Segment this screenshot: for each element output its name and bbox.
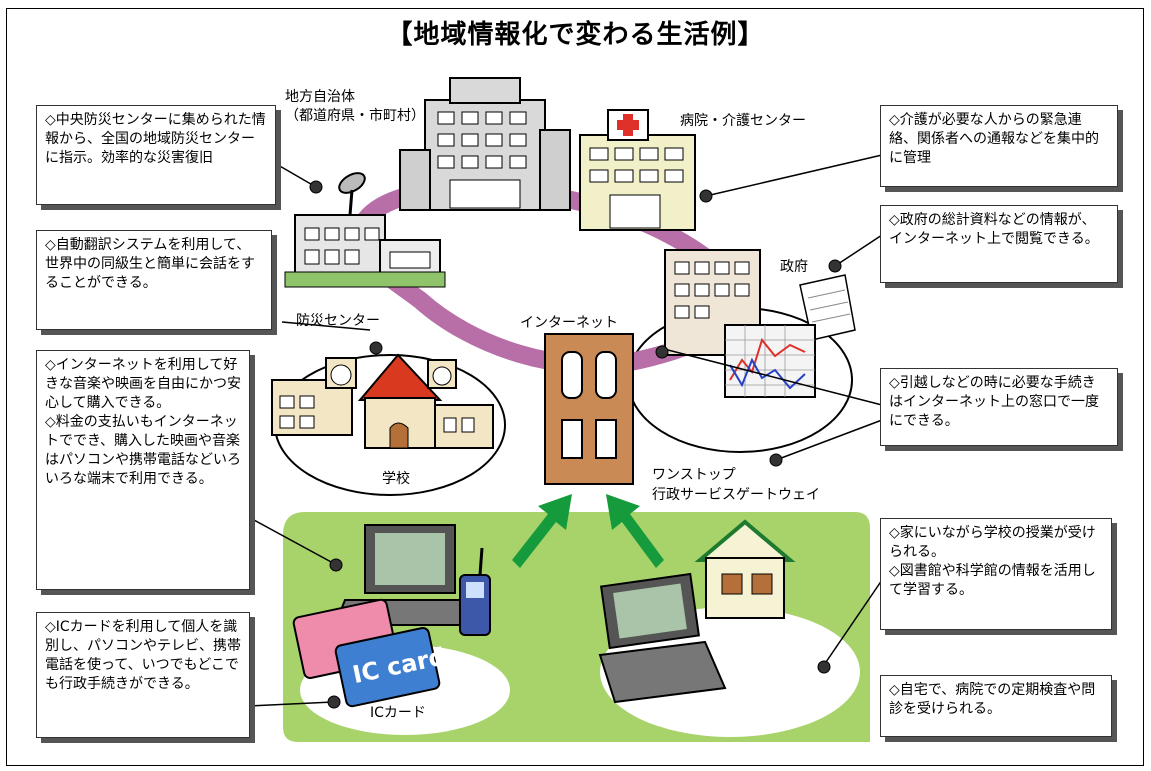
label-one-stop: ワンストップ [652,467,736,483]
disaster-center-building-icon [284,172,446,288]
note-text: ◇図書館や科学館の情報を活用して学習する。 [889,563,1096,598]
note-auto-translation: ◇自動翻訳システムを利用して、世界中の同級生と簡単に会話をすることができる。 [36,230,272,330]
note-text: ◇介護が必要な人からの緊急連絡、関係者への通報などを集中的に管理 [889,112,1099,166]
note-text: ◇自宅で、病院での定期検査や問診を受けられる。 [889,682,1096,717]
label-government: 政府 [780,259,808,275]
label-school: 学校 [382,471,410,487]
label-disaster-center: 防災センター [296,313,380,329]
hospital-building-icon [579,109,696,231]
government-building-icon [664,249,856,356]
label-hospital: 病院・介護センター [680,113,806,129]
note-text: ◇自動翻訳システムを利用して、世界中の同級生と簡単に会話をすることができる。 [45,237,255,291]
note-text: ◇家にいながら学校の授業が受けられる。 [889,525,1096,560]
note-music-movies: ◇インターネットを利用して好きな音楽や映画を自由にかつ安心して購入できる。 ◇料… [36,350,250,590]
note-home-learning: ◇家にいながら学校の授業が受けられる。 ◇図書館や科学館の情報を活用して学習する… [880,518,1112,630]
note-text: ◇インターネットを利用して好きな音楽や映画を自由にかつ安心して購入できる。 [45,357,241,411]
leader-lines [249,154,883,707]
page-title: 【地域情報化で変わる生活例】 [386,20,765,50]
label-local-government-sub: （都道府県・市町村） [285,108,425,124]
school-building-icon [271,353,494,449]
note-ic-card: ◇ICカードを利用して個人を識別し、パソコンやテレビ、携帯電話を使って、いつでも… [36,612,250,738]
note-text: ◇引越しなどの時に必要な手続きはインターネット上の窓口で一度にできる。 [889,375,1099,429]
ic-card-icon: IC card [292,598,448,708]
note-text: ◇政府の総計資料などの情報が、インターネット上で閲覧できる。 [889,212,1099,247]
local-government-building-icon [399,77,571,211]
arrow-icons [512,494,664,568]
note-text: ◇ICカードを利用して個人を識別し、パソコンやテレビ、携帯電話を使って、いつでも… [45,619,241,692]
note-home-checkup: ◇自宅で、病院での定期検査や問診を受けられる。 [880,675,1112,737]
note-text: ◇料金の支払いもインターネットででき、購入した映画や音楽はパソコンや携帯電話など… [45,414,241,487]
statistics-chart-icon [724,324,816,398]
note-moving-procedures: ◇引越しなどの時に必要な手続きはインターネット上の窓口で一度にできる。 [880,368,1118,446]
note-text: ◇中央防災センターに集められた情報から、全国の地域防災センターに指示。効率的な災… [45,112,266,166]
note-government-stats: ◇政府の総計資料などの情報が、インターネット上で閲覧できる。 [880,205,1118,283]
note-care-center: ◇介護が必要な人からの緊急連絡、関係者への通報などを集中的に管理 [880,105,1118,187]
home-laptop-icon [598,519,796,704]
connector-dots [309,180,842,709]
label-internet: インターネット [520,315,618,331]
label-local-government: 地方自治体 [285,89,355,105]
label-ic-card: ICカード [370,705,426,721]
label-gateway: 行政サービスゲートウェイ [652,487,820,503]
internet-door-icon [544,333,634,485]
note-disaster-recovery: ◇中央防災センターに集められた情報から、全国の地域防災センターに指示。効率的な災… [36,105,276,205]
